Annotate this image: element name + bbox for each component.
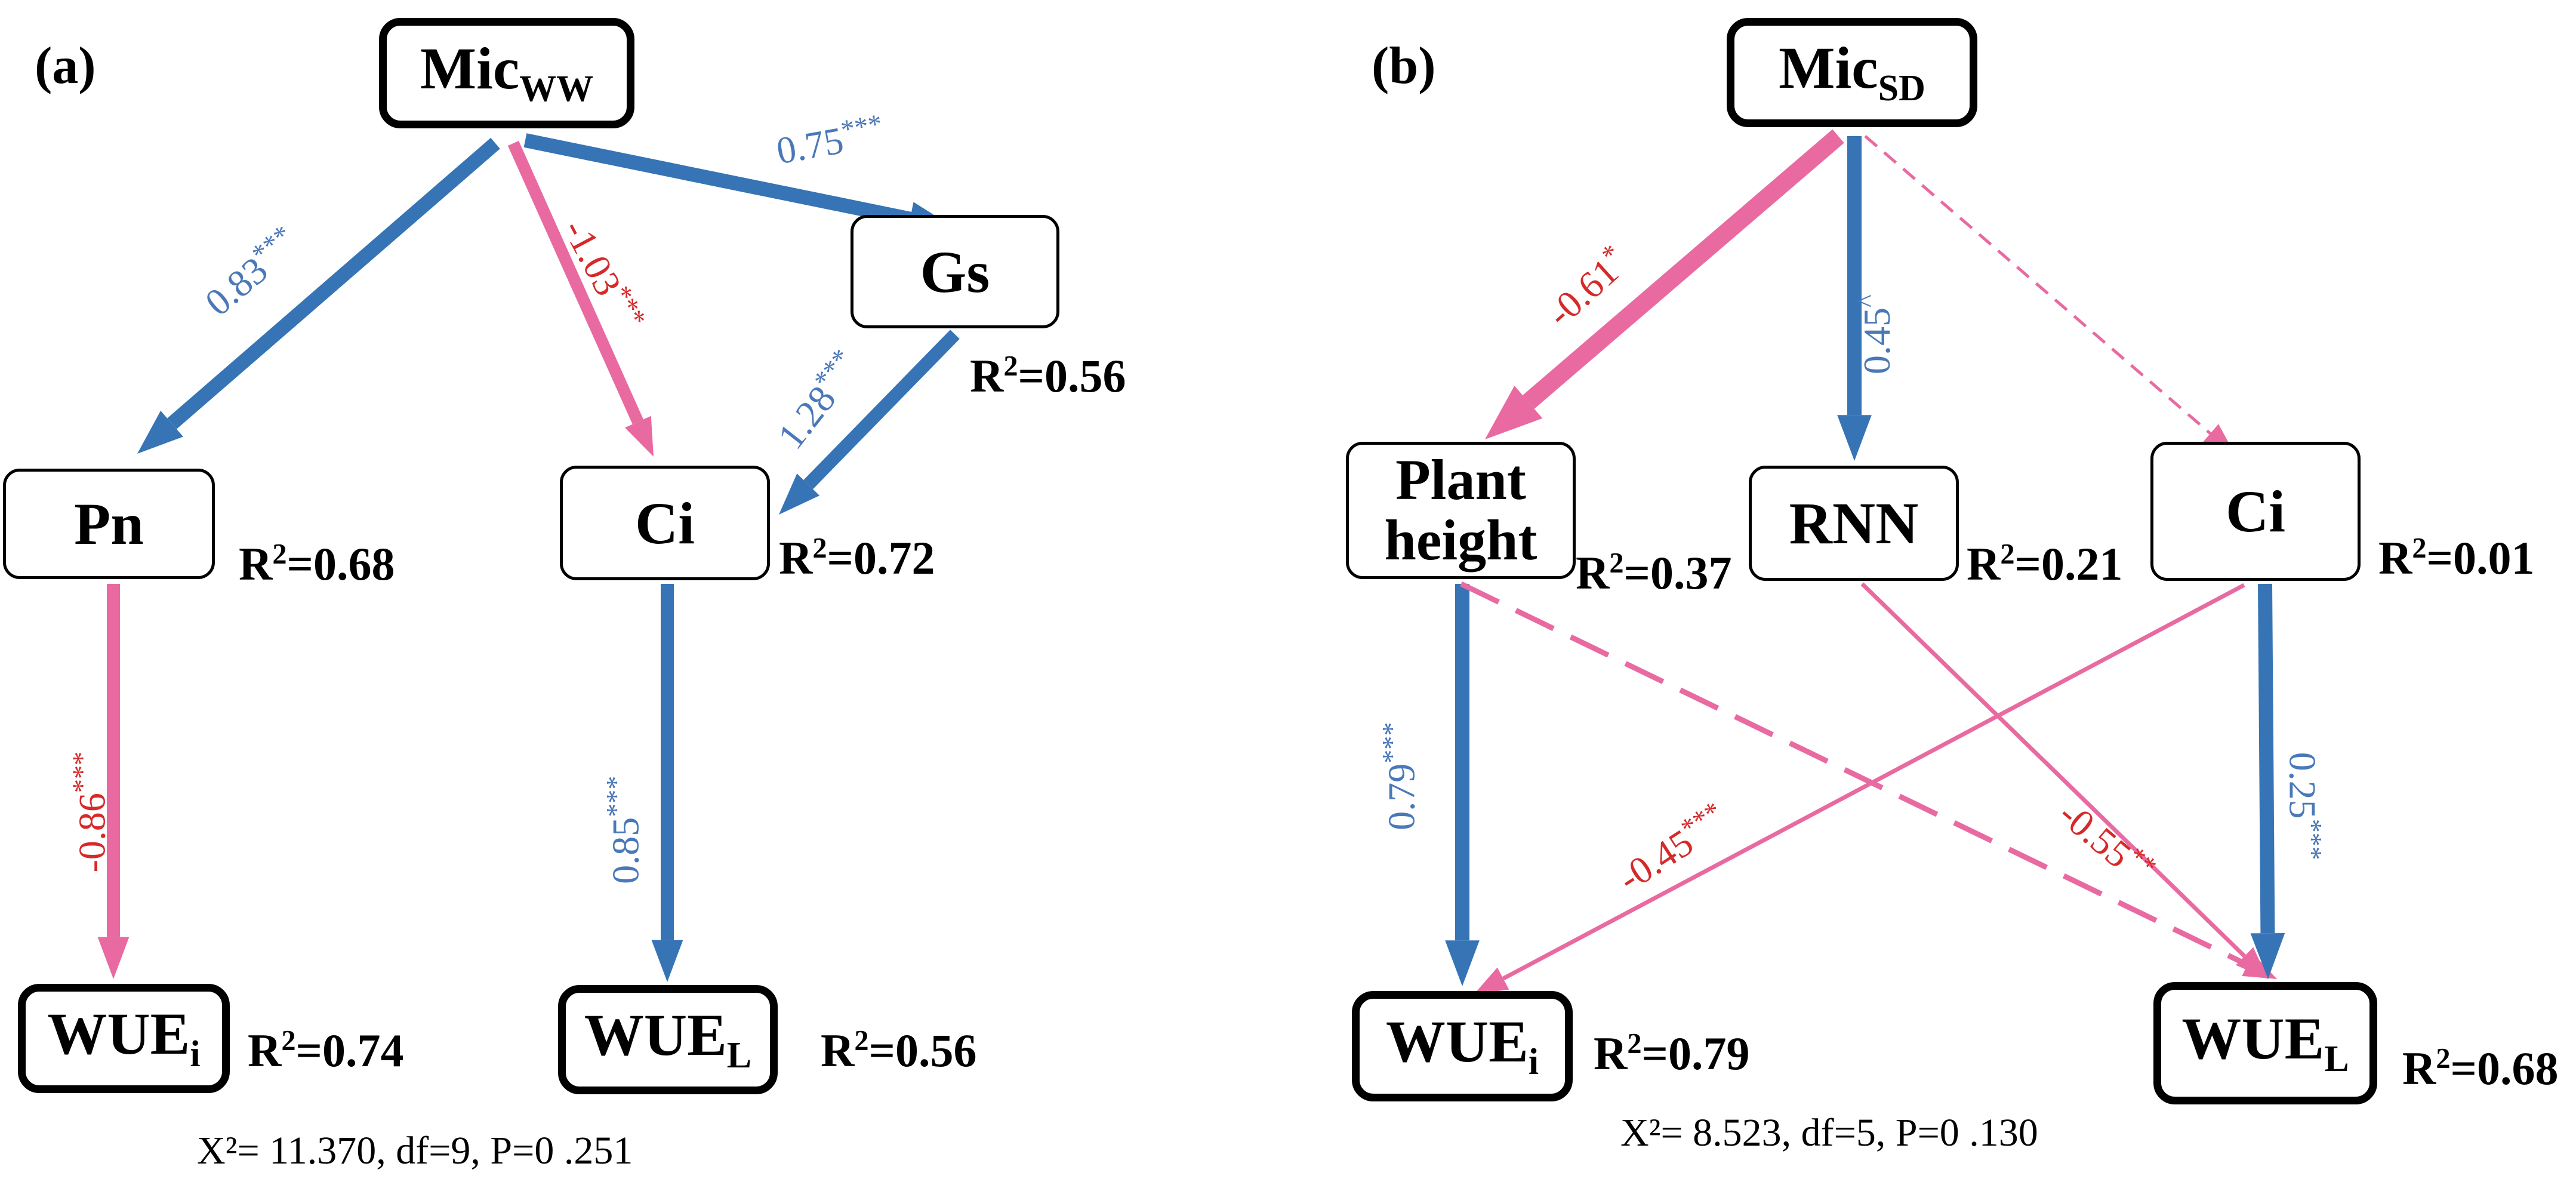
coef-pn-wuei-a: -0.86*** [67,751,113,873]
path-rnn-to-wuel-b-line [1860,582,2247,958]
r2-wuel-a: R2=0.56 [821,1024,977,1076]
r2-ci-b: R2=0.01 [2378,532,2535,584]
node-ci-a: Ci [560,466,770,580]
path-plant-height-to-wuel-b-line [1460,581,2249,968]
panel-b-label: (b) [1372,37,1436,95]
panel-b-model-fit: X²= 8.523, df=5, P=0 .130 [1620,1111,2038,1155]
path-rnn-to-wuel-b-arrowhead [2235,947,2268,979]
path-pn-to-wuei-a-arrowhead [97,937,130,979]
node-wuel-b-text: WUE [2181,1005,2325,1072]
node-wuei-a-text: WUE [47,1001,190,1067]
coef-ci-wuel-b: 0.25*** [2281,752,2328,860]
r2-ci-a: R2=0.72 [779,532,935,584]
node-gs: Gs [851,215,1059,328]
r2-rnn: R2=0.21 [1967,538,2123,590]
path-ci-b-to-wuel-b-arrowhead [2250,932,2285,979]
r2-wuei-b: R2=0.79 [1594,1027,1750,1079]
node-plant-height: Plant height [1346,442,1576,579]
r2-wuel-b: R2=0.68 [2402,1042,2559,1094]
node-mic-ww: MicWW [379,18,634,128]
node-rnn-text: RNN [1789,490,1919,556]
r2-pn: R2=0.68 [239,538,395,590]
node-pn-text: Pn [74,491,144,557]
r2-wuei-a: R2=0.74 [248,1024,404,1076]
path-gs-to-ci-a-line [803,330,960,490]
path-mic-sd-to-plant-height-arrowhead [1485,386,1543,439]
path-plant-height-to-wuei-b-arrowhead [1445,940,1480,986]
path-mic-ww-to-ci-a-arrowhead [624,416,654,457]
node-wuei-b: WUEi [1352,991,1573,1101]
path-ci-b-to-wuel-b-line [2258,583,2275,934]
node-wuel-a: WUEL [558,985,778,1094]
node-gs-text: Gs [920,238,990,305]
node-mic-ww-sub: WW [519,69,594,110]
node-ci-a-text: Ci [635,490,695,556]
path-mic-ww-to-gs-line [523,133,912,226]
path-ci-b-to-wuei-b-arrowhead [1474,967,1509,994]
node-mic-sd-sub: SD [1878,68,1925,109]
node-wuel-b-sub: L [2324,1039,2349,1080]
r2-gs: R2=0.56 [970,350,1126,402]
node-plant-height-text: Plant height [1384,448,1537,572]
node-rnn: RNN [1749,466,1959,581]
node-ci-b-text: Ci [2226,478,2285,544]
path-ci-b-to-wuei-b-line [1502,583,2245,981]
node-wuei-b-text: WUE [1385,1008,1529,1075]
r2-plant-height: R2=0.37 [1576,547,1732,599]
path-mic-sd-to-plant-height-line [1523,129,1844,409]
path-gs-to-ci-a-arrowhead [779,473,820,515]
node-wuei-a-sub: i [190,1034,201,1075]
node-ci-b: Ci [2150,442,2361,581]
panel-a-label: (a) [35,37,96,95]
node-wuel-a-sub: L [726,1035,752,1076]
path-mic-ww-to-ci-a-line [507,140,643,424]
node-mic-sd: MicSD [1727,18,1977,127]
node-wuei-a: WUEi [18,984,230,1093]
path-mic-ww-to-pn-arrowhead [137,410,183,454]
coef-ci-wuel-a: 0.85*** [600,775,647,884]
node-wuel-a-text: WUE [584,1002,727,1069]
node-wuel-b: WUEL [2153,982,2377,1104]
panel-a-model-fit: X²= 11.370, df=9, P=0 .251 [197,1129,633,1172]
path-mic-ww-to-pn-line [167,137,500,429]
path-mic-sd-to-rnn-arrowhead [1837,415,1872,461]
node-mic-sd-text: Mic [1779,35,1878,101]
coef-mic-rnn: 0.45^ [1851,294,1898,374]
node-mic-ww-text: Mic [420,35,520,102]
path-ci-a-to-wuel-a-arrowhead [651,940,683,982]
coef-plant-height-wuei-b: 0.79*** [1376,722,1423,830]
path-mic-sd-to-ci-b-line [1864,135,2211,435]
node-wuei-b-sub: i [1528,1042,1539,1083]
node-pn: Pn [3,469,215,579]
